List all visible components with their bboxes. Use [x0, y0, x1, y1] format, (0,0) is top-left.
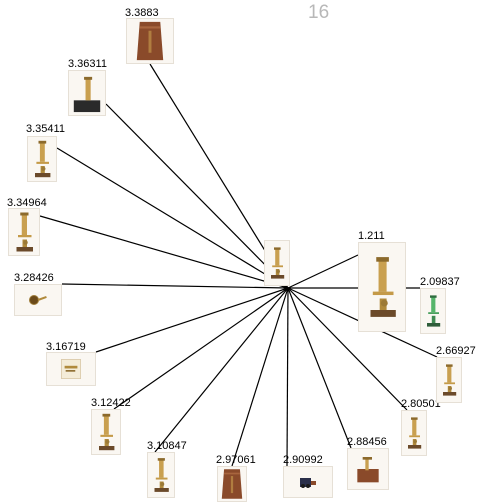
similarity-edge: [287, 287, 352, 449]
neighbor-thumbnail[interactable]: [436, 357, 462, 403]
neighbor-label: 2.88456: [347, 436, 387, 448]
neighbor-label: 3.35411: [26, 123, 65, 135]
neighbor-label: 3.12422: [91, 397, 131, 409]
wooden-box-microscope-icon: [136, 21, 164, 61]
page-number: 16: [308, 2, 330, 23]
neighbor-thumbnail[interactable]: [283, 466, 333, 498]
similarity-edge: [56, 147, 289, 289]
neighbor-label: 2.90992: [283, 454, 323, 466]
neighbor-thumbnail[interactable]: [420, 288, 446, 334]
small-box-device-icon: [300, 478, 316, 488]
neighbor-thumbnail[interactable]: [358, 242, 406, 332]
neighbor-label: 1.211: [358, 230, 385, 242]
similarity-edge: [95, 287, 289, 353]
neighbor-thumbnail[interactable]: [217, 466, 247, 502]
neighbor-thumbnail[interactable]: [147, 452, 175, 498]
similarity-edge: [105, 103, 289, 289]
neighbor-label: 3.34964: [7, 197, 47, 209]
neighbor-label: 3.16719: [46, 341, 86, 353]
wooden-box-microscope-icon: [221, 469, 243, 499]
similarity-edge: [113, 287, 289, 410]
neighbor-thumbnail[interactable]: [401, 410, 427, 456]
brass-microscope-icon: [16, 212, 33, 252]
neighbor-label: 3.28426: [14, 272, 54, 284]
similarity-edge: [231, 287, 289, 467]
neighbor-thumbnail[interactable]: [126, 18, 174, 64]
neighbor-thumbnail[interactable]: [14, 284, 62, 316]
brass-microscope-icon: [154, 458, 169, 492]
neighbor-thumbnail[interactable]: [91, 409, 121, 455]
brass-microscope-icon: [370, 257, 396, 317]
similarity-edge: [286, 287, 289, 467]
brass-microscope-icon: [35, 140, 51, 178]
neighbor-label: 2.66927: [436, 345, 476, 357]
neighbor-label: 2.09837: [420, 276, 460, 288]
neighbor-thumbnail[interactable]: [347, 448, 389, 490]
query-microscope-thumbnail[interactable]: [264, 240, 290, 286]
brass-microscope-icon: [99, 413, 115, 451]
neighbor-label: 3.36311: [68, 58, 107, 70]
similarity-edge: [39, 215, 289, 289]
similarity-edge: [287, 287, 408, 411]
brass-microscope-icon: [271, 247, 285, 279]
neighbor-thumbnail[interactable]: [27, 136, 57, 182]
dark-base-microscope-icon: [73, 76, 101, 113]
neighbor-thumbnail[interactable]: [68, 70, 106, 116]
neighbor-label: 2.97061: [216, 454, 256, 466]
brass-microscope-icon: [443, 364, 457, 396]
cased-instrument-icon: [61, 359, 81, 379]
similarity-edge: [287, 254, 359, 289]
neighbor-thumbnail[interactable]: [46, 352, 96, 386]
neighbor-label: 3.3883: [125, 7, 159, 19]
neighbor-label: 2.80501: [401, 398, 441, 410]
green-microscope-icon: [427, 295, 441, 327]
neighbor-label: 3.10847: [147, 440, 187, 452]
magnifier-handle-icon: [29, 295, 47, 305]
similarity-edge: [154, 287, 289, 453]
brass-microscope-icon: [408, 417, 422, 449]
neighbor-thumbnail[interactable]: [8, 208, 40, 256]
wooden-box-device-icon: [357, 457, 379, 483]
similarity-edge: [61, 283, 289, 289]
